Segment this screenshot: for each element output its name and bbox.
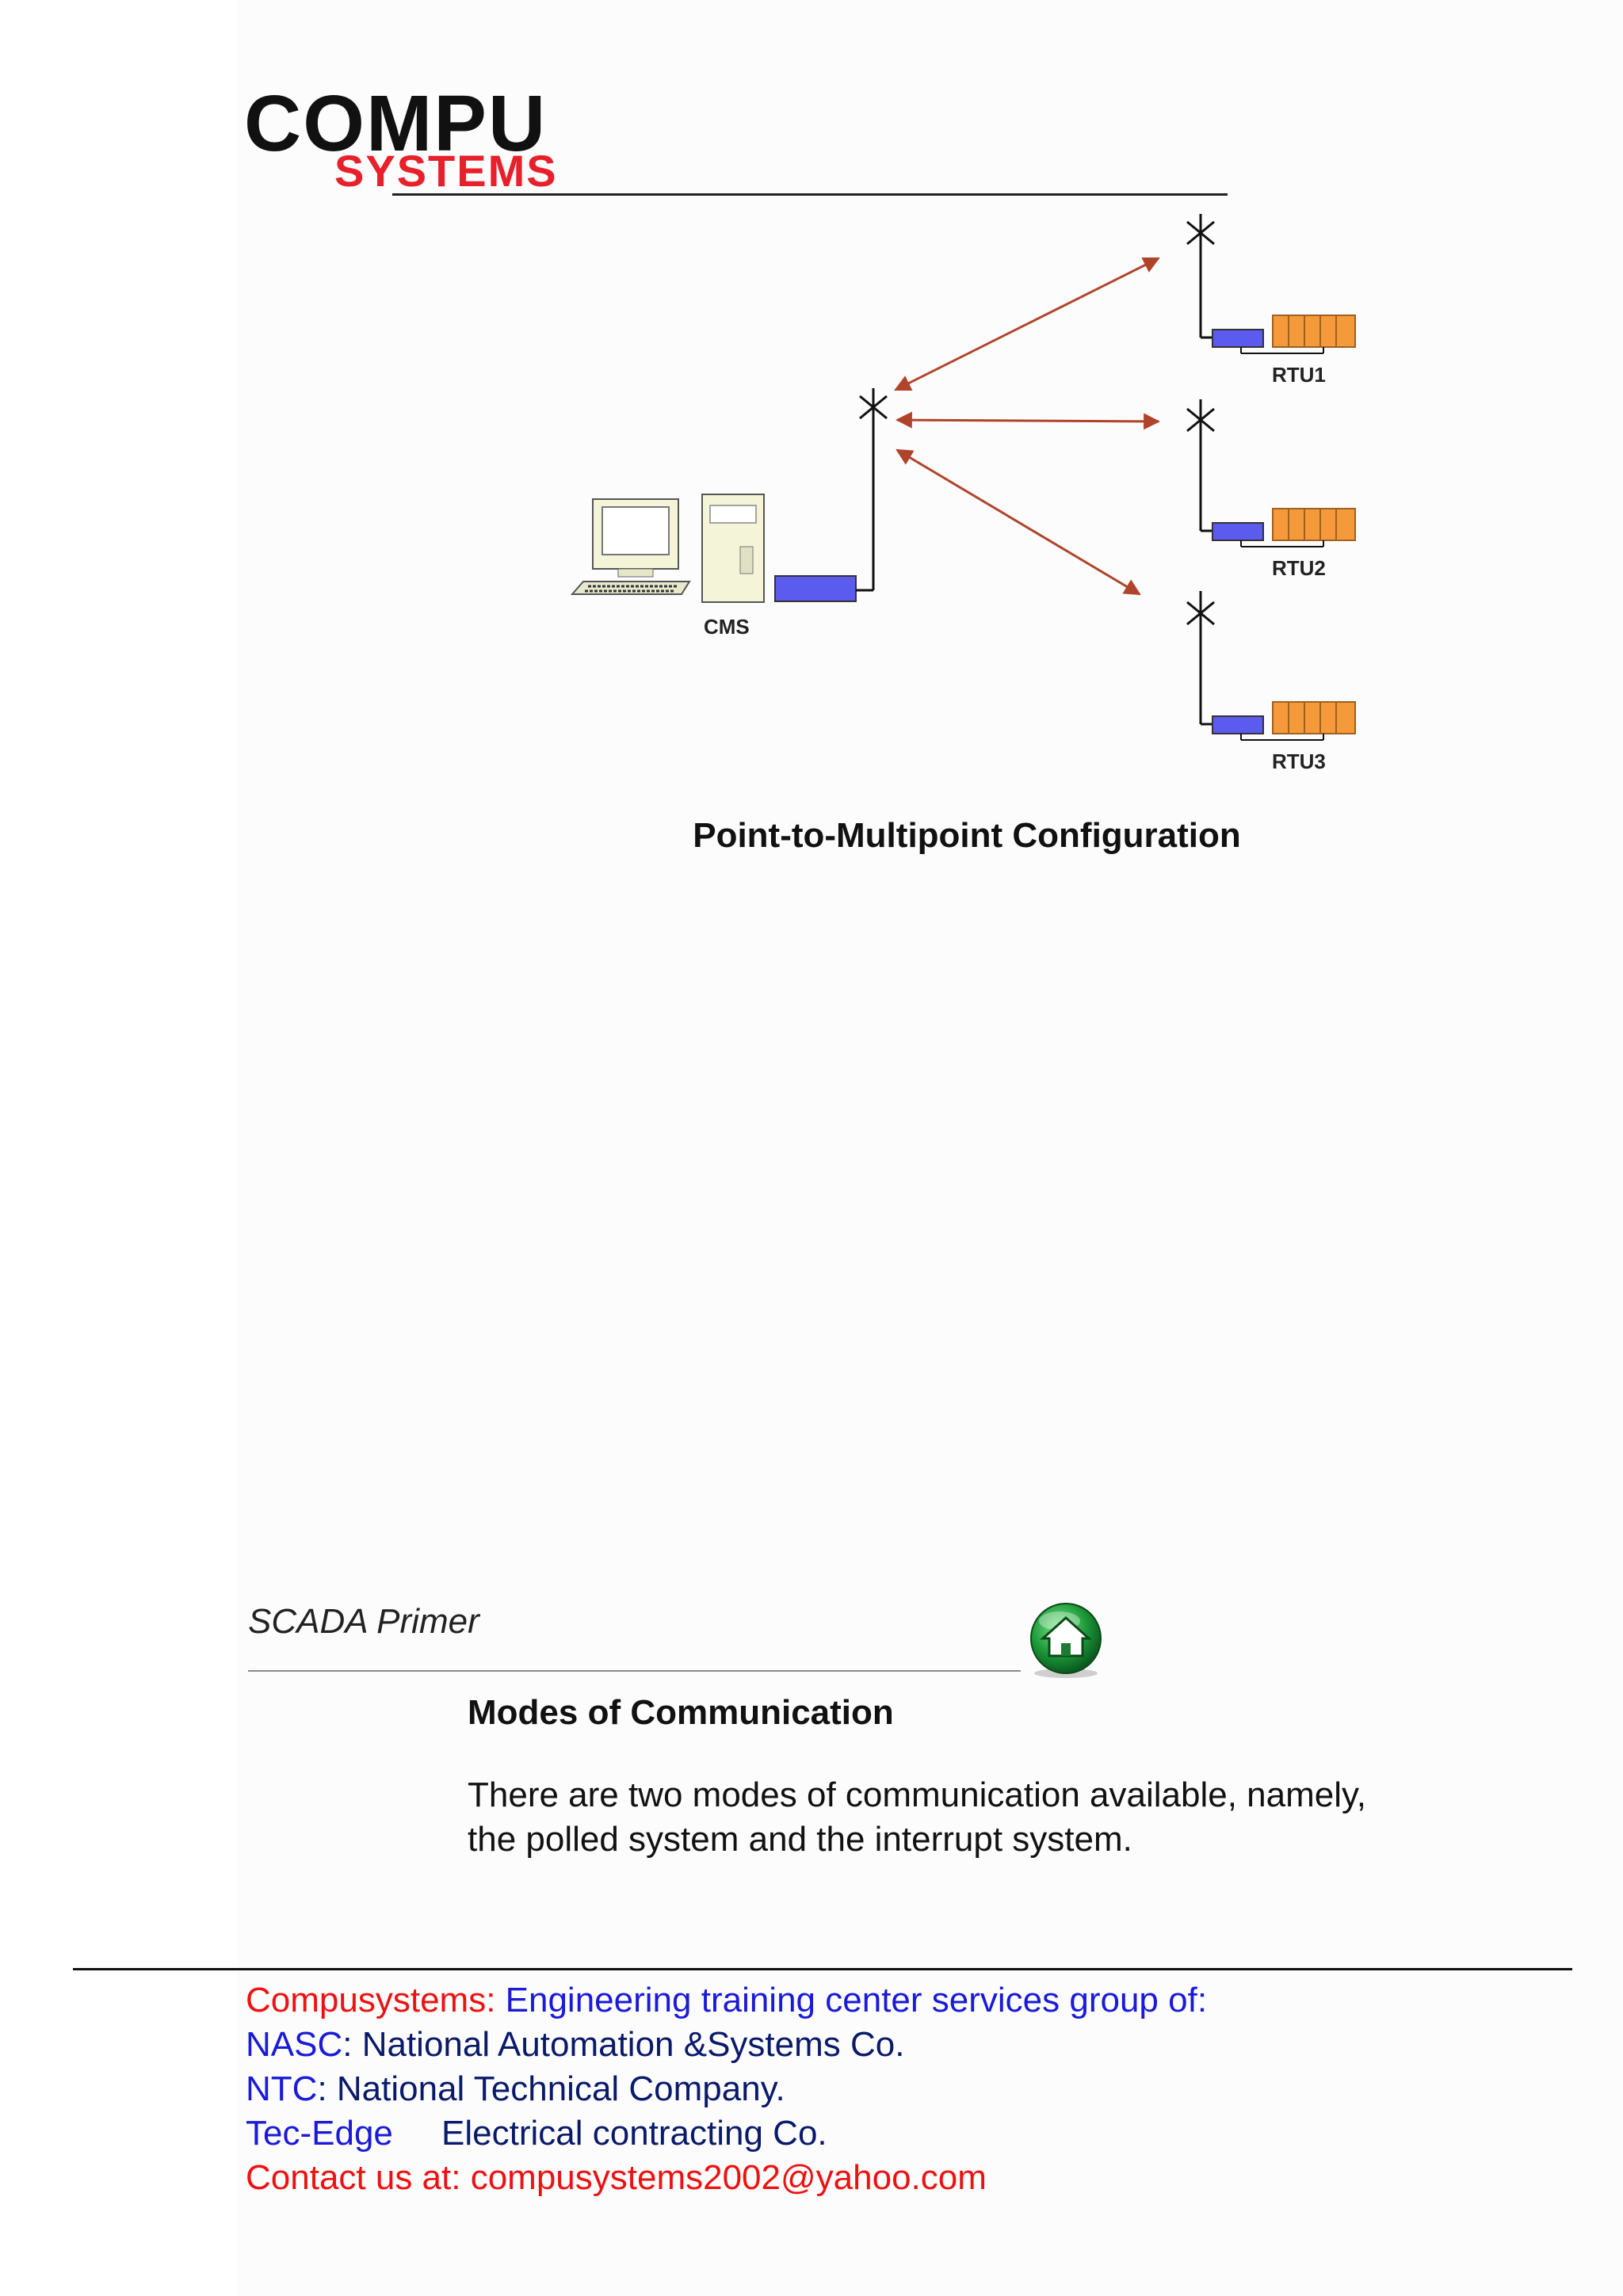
rtu3-label: RTU3: [1272, 749, 1326, 773]
body-paragraph: There are two modes of communication ava…: [468, 1773, 1545, 1862]
footer-compusystems: Compusystems:: [246, 1981, 496, 2019]
footer: Compusystems: Engineering training cente…: [246, 1978, 1207, 2200]
footer-nasc: NASC: [246, 2025, 343, 2064]
subheading: Modes of Communication: [468, 1693, 894, 1732]
rtu1-station-icon: [1186, 214, 1356, 354]
header-rule: [392, 193, 1228, 196]
footer-tec-edge: Tec-Edge: [246, 2114, 393, 2153]
home-button[interactable]: [1024, 1597, 1108, 1681]
diagram-caption: Point-to-Multipoint Configuration: [693, 816, 1241, 855]
footer-line-4: Tec-Edge Electrical contracting Co.: [246, 2111, 1207, 2156]
footer-line-1-text: Engineering training center services gro…: [495, 1981, 1208, 2019]
footer-rule: [73, 1968, 1572, 1970]
section-rule: [248, 1670, 1021, 1672]
rtu2-label: RTU2: [1272, 556, 1326, 580]
footer-contact-link[interactable]: Contact us at: compusystems2002@yahoo.co…: [246, 2158, 987, 2197]
link-arrow-rtu2: [895, 411, 1161, 430]
link-arrow-rtu1: [894, 257, 1160, 391]
link-arrow-rtu3: [896, 448, 1141, 596]
footer-line-2-text: : National Automation &Systems Co.: [342, 2025, 905, 2064]
paragraph-line-2: the polled system and the interrupt syst…: [468, 1820, 1132, 1859]
cms-label: CMS: [704, 615, 750, 639]
logo-systems-text: SYSTEMS: [334, 146, 558, 196]
home-icon: [1030, 1603, 1102, 1678]
rtu1-label: RTU1: [1272, 363, 1326, 387]
cms-modem-icon: [774, 575, 857, 602]
footer-line-4-text: Electrical contracting Co.: [392, 2114, 827, 2153]
section-title: SCADA Primer: [248, 1602, 479, 1641]
rtu2-station-icon: [1186, 399, 1356, 547]
footer-line-3-text: : National Technical Company.: [317, 2069, 785, 2108]
footer-line-2: NASC: National Automation &Systems Co.: [246, 2023, 1207, 2067]
point-to-multipoint-diagram: CMS RTU1 RTU2: [570, 214, 1356, 773]
logo-compu-text: COMPU: [244, 79, 548, 168]
paragraph-line-1: There are two modes of communication ava…: [468, 1775, 1366, 1814]
footer-ntc: NTC: [246, 2069, 318, 2108]
rtu3-station-icon: [1186, 591, 1356, 741]
footer-line-1: Compusystems: Engineering training cente…: [246, 1978, 1207, 2023]
footer-line-3: NTC: National Technical Company.: [246, 2067, 1207, 2111]
cms-computer-icon: [570, 494, 765, 603]
